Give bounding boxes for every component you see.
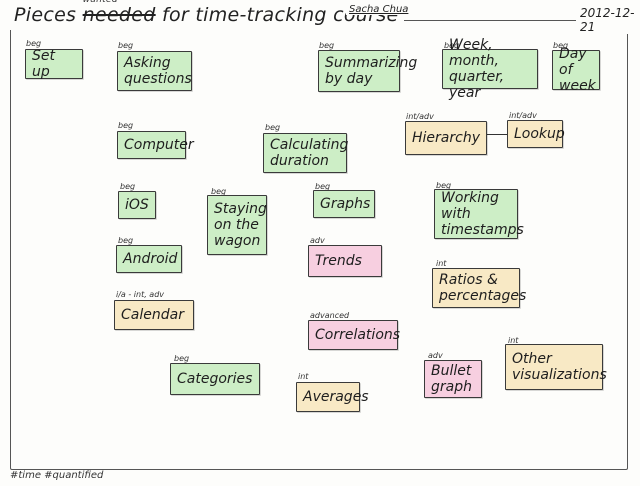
- level-tag: beg: [436, 181, 452, 190]
- level-tag: beg: [118, 41, 134, 50]
- hierarchy-lookup-connector: [487, 134, 509, 135]
- title-inserted-word: wanted: [82, 0, 118, 5]
- card-label: Summarizing by day: [325, 55, 418, 87]
- topic-card-bullet-graph: Bullet graph: [424, 360, 482, 398]
- topic-card-calculating-duration: Calculating duration: [263, 133, 349, 173]
- topic-card-averages: Averages: [296, 382, 369, 412]
- level-tag: int: [436, 259, 447, 268]
- card-label: Asking questions: [124, 55, 192, 87]
- topic-card-summarizing-by-day: Summarizing by day: [318, 50, 417, 92]
- level-tag: int: [298, 372, 309, 381]
- topic-card-staying-on-the-wagon: Staying on the wagon: [207, 195, 267, 255]
- topic-card-working-with-timestamps: Working with timestamps: [434, 189, 524, 239]
- topic-card-other-visualizations: Other visualizations: [505, 344, 607, 390]
- level-tag: beg: [118, 236, 134, 245]
- topic-card-computer: Computer: [117, 131, 194, 159]
- level-tag: beg: [265, 123, 281, 132]
- topic-card-trends: Trends: [308, 245, 382, 277]
- level-tag: advanced: [310, 311, 350, 320]
- card-label: Day of week: [559, 46, 596, 94]
- topic-card-correlations: Correlations: [308, 320, 401, 350]
- card-label: Trends: [315, 253, 362, 269]
- topic-card-categories: Categories: [170, 363, 260, 395]
- title-struck-word: needed: [82, 4, 156, 26]
- level-tag: int: [508, 336, 519, 345]
- card-label: Graphs: [320, 196, 371, 212]
- card-label: Other visualizations: [512, 351, 607, 383]
- card-label: Working with timestamps: [441, 190, 524, 238]
- title-prefix: Pieces: [14, 4, 83, 26]
- topic-card-ios: iOS: [118, 191, 156, 219]
- card-label: Calendar: [121, 307, 184, 323]
- level-tag: i/a - int, adv: [116, 290, 165, 299]
- card-label: Categories: [177, 371, 253, 387]
- level-tag: beg: [26, 39, 42, 48]
- card-label: Week, month, quarter, year: [449, 37, 505, 101]
- card-label: iOS: [125, 197, 149, 213]
- level-tag: beg: [174, 354, 190, 363]
- level-tag: beg: [444, 41, 460, 50]
- card-label: Bullet graph: [431, 363, 472, 395]
- level-tag: int/adv: [509, 111, 537, 120]
- card-label: Computer: [124, 137, 194, 153]
- level-tag: adv: [310, 236, 325, 245]
- level-tag: beg: [120, 182, 136, 191]
- title-suffix: for time-tracking course: [155, 4, 399, 26]
- level-tag: beg: [118, 121, 134, 130]
- card-label: Lookup: [514, 126, 565, 142]
- author-signature: Sacha Chua: [346, 4, 412, 15]
- topic-card-day-of-week: Day of week: [552, 46, 600, 94]
- card-label: Set up: [32, 48, 55, 80]
- card-label: Calculating duration: [270, 137, 349, 169]
- card-label: Android: [123, 251, 178, 267]
- level-tag: int/adv: [406, 112, 434, 121]
- level-tag: beg: [319, 41, 335, 50]
- topic-card-set-up: Set up: [25, 48, 83, 80]
- level-tag: adv: [428, 351, 443, 360]
- card-label: Correlations: [315, 327, 401, 343]
- topic-card-graphs: Graphs: [313, 190, 375, 218]
- card-label: Staying on the wagon: [214, 201, 267, 249]
- level-tag: beg: [315, 182, 331, 191]
- level-tag: beg: [211, 187, 227, 196]
- date-label: 2012-12-21: [576, 6, 640, 34]
- hashtags: #time #quantified: [10, 470, 104, 481]
- topic-card-lookup: Lookup: [507, 120, 565, 148]
- card-label: Hierarchy: [412, 130, 480, 146]
- card-label: Ratios & percentages: [439, 272, 527, 304]
- topic-card-hierarchy: Hierarchy: [405, 121, 487, 155]
- card-label: Averages: [303, 389, 369, 405]
- topic-card-calendar: Calendar: [114, 300, 194, 330]
- topic-card-ratios-percentages: Ratios & percentages: [432, 268, 526, 308]
- level-tag: beg: [553, 41, 569, 50]
- topic-card-android: Android: [116, 245, 182, 273]
- topic-card-asking-questions: Asking questions: [117, 51, 192, 91]
- topic-card-week-month-quarter-year: Week, month, quarter, year: [442, 37, 538, 101]
